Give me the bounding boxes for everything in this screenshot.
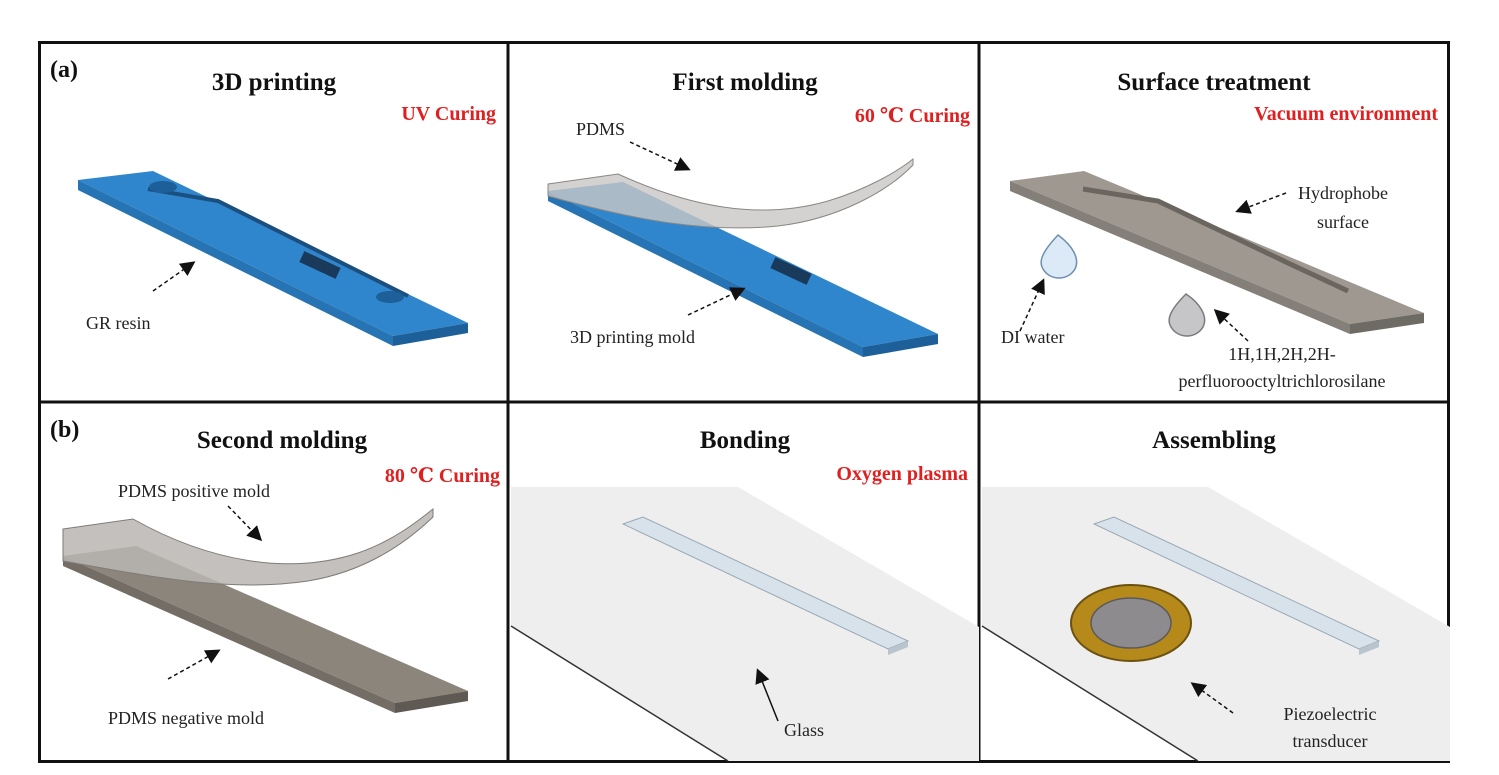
panel-label-b: (b) [50,417,80,443]
condition-oxygen-plasma: Oxygen plasma [836,463,968,485]
transducer-disc [1090,597,1172,649]
positive-mold-arrow [227,505,263,542]
assembly-illustration [981,487,1450,762]
printing-mold-arrow [687,287,746,316]
label-transducer: transducer [1292,731,1368,751]
hydrophobe-surface-illustration [1010,171,1424,334]
second-molding-illustration [62,507,468,713]
gr-resin-arrow [152,261,196,292]
panel-title-bonding: Bonding [699,427,791,454]
di-water-arrow [1019,278,1045,332]
negative-mold-arrow [167,649,221,680]
panel-title-surface-treatment: Surface treatment [1117,69,1311,96]
figure-grid: (a) (b) 3D printing UV Curing GR resin F… [38,41,1450,763]
condition-60c-curing: 60 ℃ Curing [854,105,970,127]
panel-title-assembling: Assembling [1152,427,1276,454]
panel-title-3d-printing: 3D printing [211,69,337,96]
label-hydrophobe: Hydrophobe [1298,183,1388,203]
label-di-water: DI water [1001,327,1065,347]
condition-uv-curing: UV Curing [401,103,496,125]
label-piezoelectric: Piezoelectric [1283,704,1377,724]
glass-arrow [755,668,779,722]
label-silane-line1: 1H,1H,2H,2H- [1228,344,1336,364]
figure-artwork [38,41,1450,763]
panel-label-a: (a) [50,57,78,83]
panel-title-second-molding: Second molding [196,427,368,454]
silane-arrow [1213,308,1249,342]
condition-vacuum-environment: Vacuum environment [1254,103,1438,125]
pdms-arrow [629,141,691,171]
transducer-arrow [1190,682,1234,714]
silane-drop-icon [1168,293,1206,337]
label-pdms: PDMS [576,119,626,139]
first-molding-illustration [547,157,938,357]
label-silane-line2: perfluorooctyltrichlorosilane [1178,371,1386,391]
condition-80c-curing: 80 ℃ Curing [384,465,500,487]
label-3d-printing-mold: 3D printing mold [570,327,695,347]
label-gr-resin: GR resin [86,313,151,333]
panel-title-first-molding: First molding [672,69,818,96]
glass-slide-illustration [510,487,979,762]
label-glass: Glass [784,720,824,740]
water-drop-icon [1040,234,1078,279]
label-surface: surface [1317,212,1369,232]
hydrophobe-arrow [1235,192,1287,214]
resin-mold-illustration [78,171,468,346]
label-pdms-negative-mold: PDMS negative mold [108,708,264,728]
label-pdms-positive-mold: PDMS positive mold [118,481,271,501]
